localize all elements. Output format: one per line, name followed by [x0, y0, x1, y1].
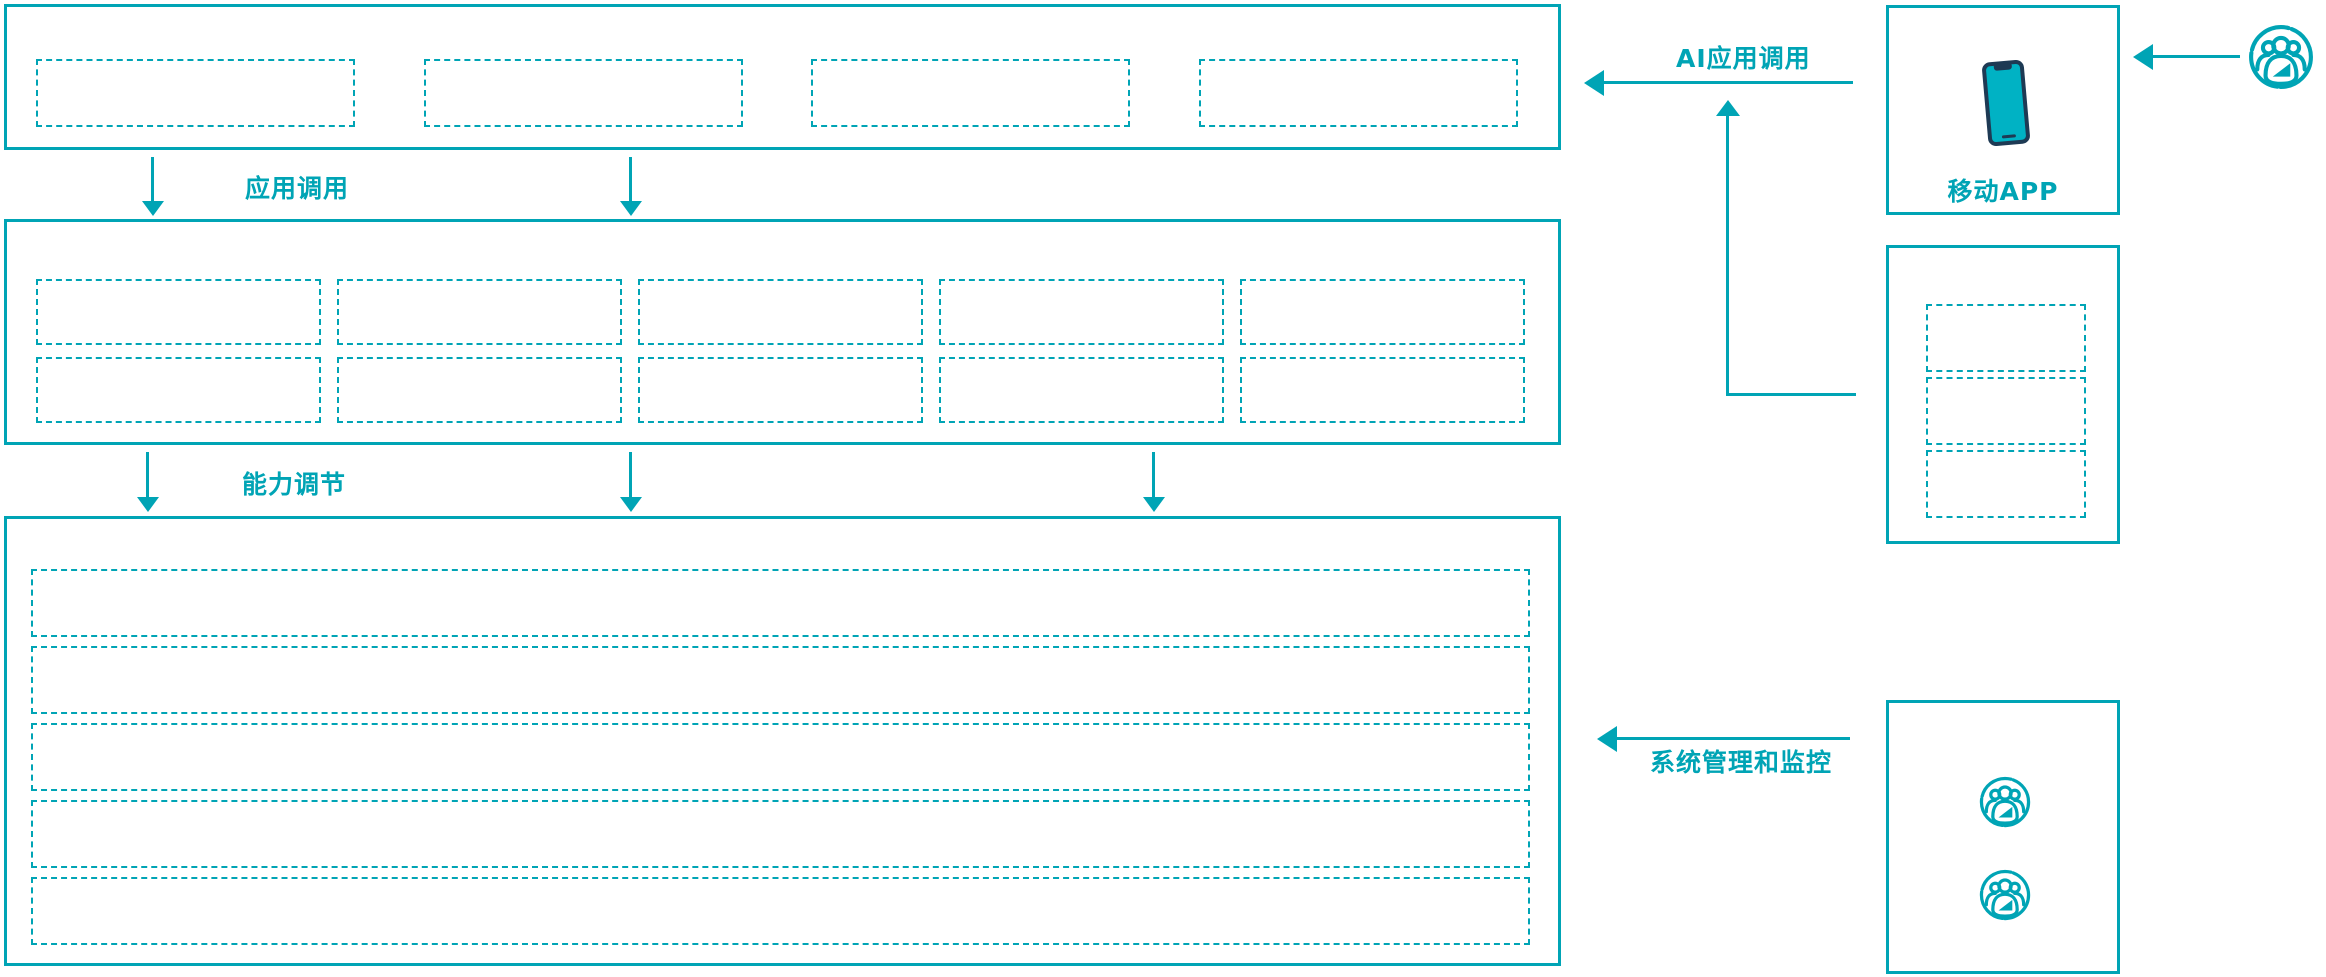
- placeholder-box: [337, 279, 622, 345]
- placeholder-box: [337, 357, 622, 423]
- gateway-connector-horizontal: [1726, 393, 1856, 396]
- platform-layer-box: [4, 516, 1561, 966]
- placeholder-box: [638, 357, 923, 423]
- placeholder-box: [1926, 450, 2086, 518]
- placeholder-row: [31, 723, 1530, 791]
- app-call-arrow-1: [151, 157, 154, 201]
- placeholder-box: [1198, 59, 1518, 127]
- placeholder-box: [1926, 377, 2086, 445]
- ai-app-call-label: AI应用调用: [1676, 44, 1811, 73]
- placeholder-box: [1240, 357, 1525, 423]
- placeholder-box: [1240, 279, 1525, 345]
- placeholder-box: [939, 357, 1224, 423]
- app-call-label: 应用调用: [245, 174, 350, 203]
- gateway-box: [1886, 245, 2120, 544]
- capability-layer-box: [4, 219, 1561, 445]
- system-monitor-arrow: [1617, 737, 1850, 740]
- placeholder-box: [36, 59, 355, 127]
- mobile-app-box: 移动APP: [1886, 5, 2120, 215]
- placeholder-box: [638, 279, 923, 345]
- capability-arrow-1: [146, 452, 149, 497]
- placeholder-box: [36, 279, 321, 345]
- user-group-icon: [1979, 869, 2031, 921]
- placeholder-row: [31, 877, 1530, 945]
- system-monitor-label: 系统管理和监控: [1650, 748, 1833, 777]
- admin-box: [1886, 700, 2120, 974]
- gateway-placeholders: [1926, 304, 2086, 518]
- gateway-connector-vertical: [1726, 116, 1729, 394]
- capability-layer-placeholders: [36, 279, 1525, 423]
- capability-arrow-3: [1152, 452, 1155, 497]
- app-layer-box: [4, 4, 1561, 150]
- app-call-arrow-2: [629, 157, 632, 201]
- placeholder-row: [31, 646, 1530, 714]
- placeholder-box: [939, 279, 1224, 345]
- placeholder-row: [31, 569, 1530, 637]
- user-arrow: [2153, 55, 2240, 58]
- platform-layer-rows: [31, 569, 1530, 945]
- user-group-icon: [1979, 776, 2031, 828]
- placeholder-row: [31, 800, 1530, 868]
- ai-app-call-arrow: [1604, 81, 1853, 84]
- capability-adjust-label: 能力调节: [242, 470, 347, 499]
- user-group-icon: [2248, 24, 2314, 90]
- app-layer-placeholders: [36, 59, 1518, 127]
- placeholder-box: [423, 59, 743, 127]
- mobile-app-caption: 移动APP: [1947, 177, 2059, 206]
- smartphone-icon: [1980, 58, 2031, 148]
- capability-arrow-2: [629, 452, 632, 497]
- placeholder-box: [1926, 304, 2086, 372]
- placeholder-box: [36, 357, 321, 423]
- placeholder-box: [811, 59, 1131, 127]
- admin-users: [1979, 776, 2031, 921]
